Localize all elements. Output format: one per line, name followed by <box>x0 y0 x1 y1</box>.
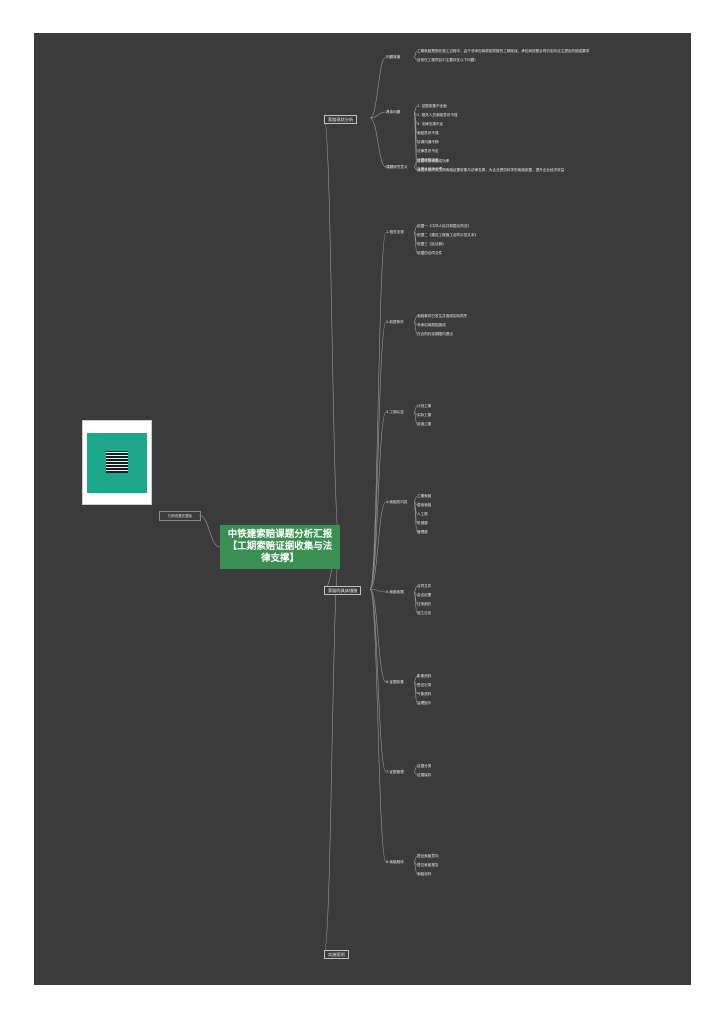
leaf-connector <box>413 771 418 776</box>
leaf-node: 合同文件 <box>417 584 432 588</box>
sub-connector <box>369 588 387 773</box>
leaf-node: 1. 证据收集不全面 <box>417 104 447 108</box>
branch-connector <box>323 546 341 954</box>
leaf-node: 依据一《中华人民共和国合同法》 <box>417 224 471 228</box>
sub-connector <box>369 117 387 168</box>
mindmap-canvas: 扫码查看完整版 中铁建索赔课题分析汇报【工期索赔证据收集与法律支撑】 索赔现状分… <box>34 33 691 985</box>
leaf-node: 协调沟通不畅 <box>417 140 439 144</box>
sub-branch-node: 课题研究意义 <box>386 165 408 169</box>
sub-connector <box>369 588 387 593</box>
leaf-node: 依据二《建设工程施工合同示范文本》 <box>417 233 479 237</box>
leaf-node: 索赔谈判 <box>417 872 432 876</box>
qr-background <box>87 433 147 493</box>
leaf-node: 通过系统研究工期索赔证据收集与法律支撑，为企业提供科学的索赔依据，提升企业经济效… <box>417 168 565 172</box>
sub-branch-node: 1.相关法规 <box>386 230 404 234</box>
leaf-connector <box>413 111 418 170</box>
leaf-node: 实际工期 <box>417 413 432 417</box>
sub-connector <box>369 588 387 863</box>
leaf-node: 费用索赔 <box>417 503 432 507</box>
leaf-node: 管理费 <box>417 530 428 534</box>
leaf-node: 延误工期 <box>417 422 432 426</box>
sub-connector <box>369 111 387 119</box>
leaf-node: 提高项目索赔成功率 <box>417 159 450 163</box>
sub-branch-node: 3.工期认定 <box>386 410 404 414</box>
branch-node[interactable]: 实施案例 <box>324 950 349 959</box>
branch-connector <box>323 117 341 548</box>
leaf-node: 会议纪要 <box>417 593 432 597</box>
leaf-node: 证据保存 <box>417 773 432 777</box>
leaf-node: 2. 相关人员索赔意识不强 <box>417 113 458 117</box>
sub-branch-node: 2.前提条件 <box>386 320 404 324</box>
sub-branch-node: 6.证据收集 <box>386 680 404 684</box>
leaf-connector <box>413 411 418 425</box>
leaf-connector <box>413 591 418 614</box>
leaf-connector <box>413 501 418 533</box>
leaf-node: 机械费 <box>417 521 428 525</box>
leaf-node: 依据三《民法典》 <box>417 242 446 246</box>
leaf-node: 在合同约定期限内提出 <box>417 332 453 336</box>
leaf-node: 人工费 <box>417 512 428 516</box>
leaf-node: 证据分类 <box>417 764 432 768</box>
sub-connector <box>369 411 387 590</box>
leaf-node: 非承包商原因造成 <box>417 323 446 327</box>
leaf-node: 往来函件 <box>417 602 432 606</box>
sub-connector <box>369 231 387 590</box>
leaf-node: 施工日志 <box>417 611 432 615</box>
leaf-node: 监理指令 <box>417 701 432 705</box>
mindmap-connectors <box>198 50 418 954</box>
sub-connector <box>369 56 387 119</box>
leaf-node: 提交索赔报告 <box>417 863 439 867</box>
sub-connector <box>369 588 387 683</box>
leaf-node: 目前在工程项目中主要存在以下问题： <box>417 58 479 62</box>
leaf-connector <box>413 231 418 254</box>
leaf-node: 3. 法律支撑不足 <box>417 122 444 126</box>
leaf-connector <box>413 861 418 875</box>
leaf-node: 索赔事件已发生并造成实际损失 <box>417 314 468 318</box>
leaf-connector <box>413 681 418 704</box>
leaf-node: 工期索赔 <box>417 494 432 498</box>
leaf-node: 提出索赔意向 <box>417 854 439 858</box>
sub-branch-node: 4.索赔的内容 <box>386 500 408 504</box>
sub-branch-node: 5.索赔依据 <box>386 590 404 594</box>
leaf-node: 法律意识不足 <box>417 149 439 153</box>
leaf-node: 影像资料 <box>417 674 432 678</box>
leaf-node: 依据四合同文件 <box>417 251 443 255</box>
central-topic[interactable]: 中铁建索赔课题分析汇报【工期索赔证据收集与法律支撑】 <box>220 525 340 569</box>
qr-card <box>82 420 152 505</box>
branch-node[interactable]: 索赔现状分析 <box>324 115 358 124</box>
branch-node[interactable]: 索赔的具体措施 <box>324 586 362 595</box>
sub-branch-node: 7.证据管理 <box>386 770 404 774</box>
leaf-node: 气象资料 <box>417 692 432 696</box>
sub-branch-node: 具体问题 <box>386 110 401 114</box>
leaf-node: 签证记录 <box>417 683 432 687</box>
leaf-connector <box>413 321 418 335</box>
qr-connector <box>198 514 221 548</box>
leaf-node: 索赔意识不强 <box>417 131 439 135</box>
qr-caption: 扫码查看完整版 <box>159 511 201 521</box>
leaf-connector <box>413 56 418 61</box>
sub-branch-node: 问题背景 <box>386 55 401 59</box>
qr-code-icon <box>106 451 128 473</box>
leaf-connector <box>413 166 418 171</box>
sub-connector <box>369 501 387 590</box>
sub-connector <box>369 321 387 590</box>
leaf-node: 工期索赔是指在施工过程中，由于非承包商原因导致的工期延误，承包商按照合同约定向业… <box>417 49 590 53</box>
sub-branch-node: 8.索赔程序 <box>386 860 404 864</box>
leaf-node: 计划工期 <box>417 404 432 408</box>
